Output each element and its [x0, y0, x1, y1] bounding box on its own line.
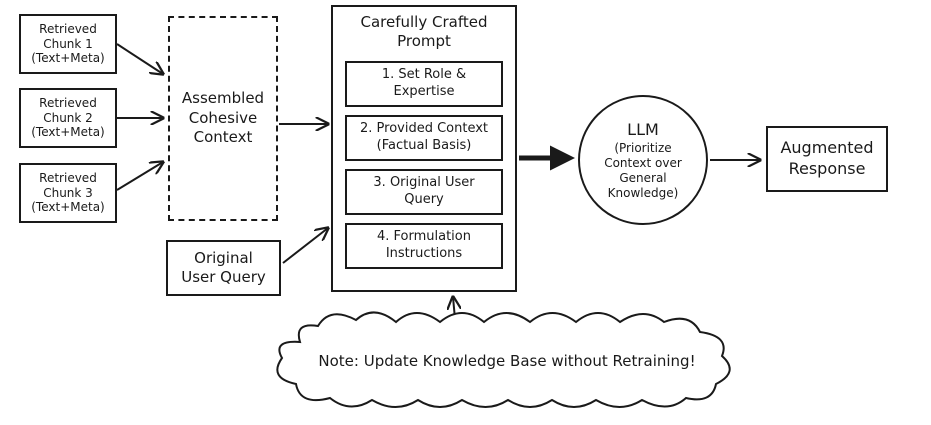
- prompt-title-line: Carefully Crafted: [360, 13, 488, 31]
- chunk-label: Retrieved: [39, 96, 97, 111]
- chunk-label: (Text+Meta): [31, 125, 105, 140]
- llm-title: LLM: [627, 119, 659, 139]
- assembled-context-box: Assembled Cohesive Context: [168, 16, 278, 221]
- llm-note: General: [619, 170, 667, 185]
- step-label: Expertise: [393, 83, 455, 99]
- chunk-label: Chunk 3: [43, 185, 93, 200]
- augmented-response-box: Augmented Response: [766, 126, 888, 192]
- query-label: Original: [194, 248, 253, 267]
- llm-note: Context over: [604, 155, 682, 170]
- step-label: Query: [404, 191, 444, 207]
- step-label: 3. Original User: [373, 175, 475, 191]
- retrieved-chunk-2: Retrieved Chunk 2 (Text+Meta): [19, 88, 117, 148]
- context-label: Context: [193, 128, 253, 147]
- step-label: 4. Formulation: [376, 229, 471, 245]
- step-label: (Factual Basis): [376, 137, 472, 153]
- response-label: Response: [788, 159, 866, 178]
- arrow-query-to-prompt: [282, 228, 328, 264]
- chunk-label: Retrieved: [39, 171, 97, 186]
- chunk-label: Chunk 2: [43, 110, 93, 125]
- chunk-label: Retrieved: [39, 22, 97, 37]
- arrow-chunk1-to-context: [116, 43, 163, 74]
- prompt-step-role: 1. Set Role & Expertise: [345, 60, 503, 107]
- prompt-title-line: Prompt: [397, 31, 451, 50]
- prompt-step-context: 2. Provided Context (Factual Basis): [345, 114, 503, 161]
- context-label: Assembled: [181, 89, 265, 108]
- retrieved-chunk-3: Retrieved Chunk 3 (Text+Meta): [19, 163, 117, 223]
- chunk-label: (Text+Meta): [31, 51, 105, 66]
- llm-circle: LLM (Prioritize Context over General Kno…: [578, 95, 708, 225]
- response-label: Augmented: [780, 138, 874, 158]
- chunk-label: (Text+Meta): [31, 200, 105, 215]
- note-text: Note: Update Knowledge Base without Retr…: [318, 352, 696, 370]
- context-label: Cohesive: [188, 108, 258, 127]
- llm-note: Knowledge): [607, 185, 679, 200]
- prompt-step-instructions: 4. Formulation Instructions: [345, 222, 503, 269]
- crafted-prompt-box: Carefully Crafted Prompt 1. Set Role & E…: [331, 5, 517, 292]
- prompt-step-query: 3. Original User Query: [345, 168, 503, 215]
- arrow-chunk3-to-context: [116, 162, 163, 191]
- chunk-label: Chunk 1: [43, 36, 93, 51]
- prompt-title: Carefully Crafted Prompt: [361, 13, 488, 51]
- step-label: 2. Provided Context: [359, 121, 489, 137]
- query-label: User Query: [181, 268, 266, 286]
- original-user-query-box: Original User Query: [166, 240, 281, 296]
- retrieved-chunk-1: Retrieved Chunk 1 (Text+Meta): [19, 14, 117, 74]
- note-cloud-shape: [276, 311, 731, 408]
- step-label: 1. Set Role &: [381, 67, 467, 83]
- llm-note: (Prioritize: [614, 140, 672, 155]
- step-label: Instructions: [385, 245, 463, 261]
